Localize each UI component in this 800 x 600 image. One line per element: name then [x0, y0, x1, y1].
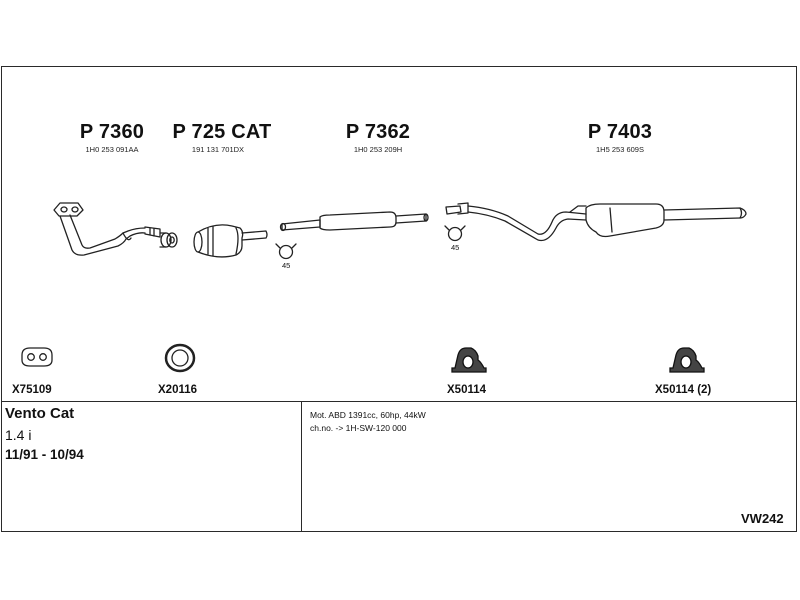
- part-title-p725cat: P 725 CAT: [172, 121, 272, 143]
- front-pipe-drawing: [53, 202, 178, 256]
- divider-vertical: [301, 401, 302, 531]
- vehicle-model: Vento Cat: [5, 405, 75, 422]
- part-title-p7403: P 7403: [587, 121, 653, 143]
- rubber-mount-icon: [451, 347, 487, 373]
- motor-note: Mot. ABD 1391cc, 60hp, 44kW: [310, 410, 426, 420]
- oem-number-p7362: 1H0 253 209H: [353, 145, 403, 154]
- sealing-ring-icon: [164, 343, 196, 373]
- vehicle-years: 11/91 - 10/94: [5, 447, 84, 462]
- accessory-code-x20116: X20116: [158, 384, 198, 396]
- divider-horizontal: [2, 401, 796, 402]
- oem-number-p7403: 1H5 253 609S: [596, 145, 644, 154]
- rubber-mount-icon: [669, 347, 705, 373]
- clamp-drawing-2: [444, 225, 466, 242]
- rear-silencer-drawing: [445, 202, 747, 242]
- part-title-p7360: P 7360: [79, 121, 145, 143]
- accessory-code-x50114: X50114: [447, 384, 487, 396]
- vehicle-engine: 1.4 i: [5, 427, 32, 443]
- accessory-code-x75109: X75109: [12, 384, 52, 396]
- chassis-note: ch.no. -> 1H-SW-120 000: [310, 423, 407, 433]
- part-title-p7362: P 7362: [345, 121, 411, 143]
- oem-number-p725cat: 191 131 701DX: [191, 145, 245, 154]
- clamp-label-1: 45: [282, 261, 291, 270]
- clamp-label-2: 45: [451, 243, 460, 252]
- middle-silencer-drawing: [279, 211, 429, 232]
- catalytic-converter-drawing: [193, 224, 268, 258]
- diagram-frame: [1, 66, 797, 532]
- oem-number-p7360: 1H0 253 091AA: [85, 145, 139, 154]
- diagram-code: VW242: [741, 511, 784, 526]
- accessory-code-x50114-2: X50114 (2): [655, 384, 712, 396]
- clamp-drawing-1: [275, 243, 297, 260]
- flange-gasket-icon: [21, 347, 53, 367]
